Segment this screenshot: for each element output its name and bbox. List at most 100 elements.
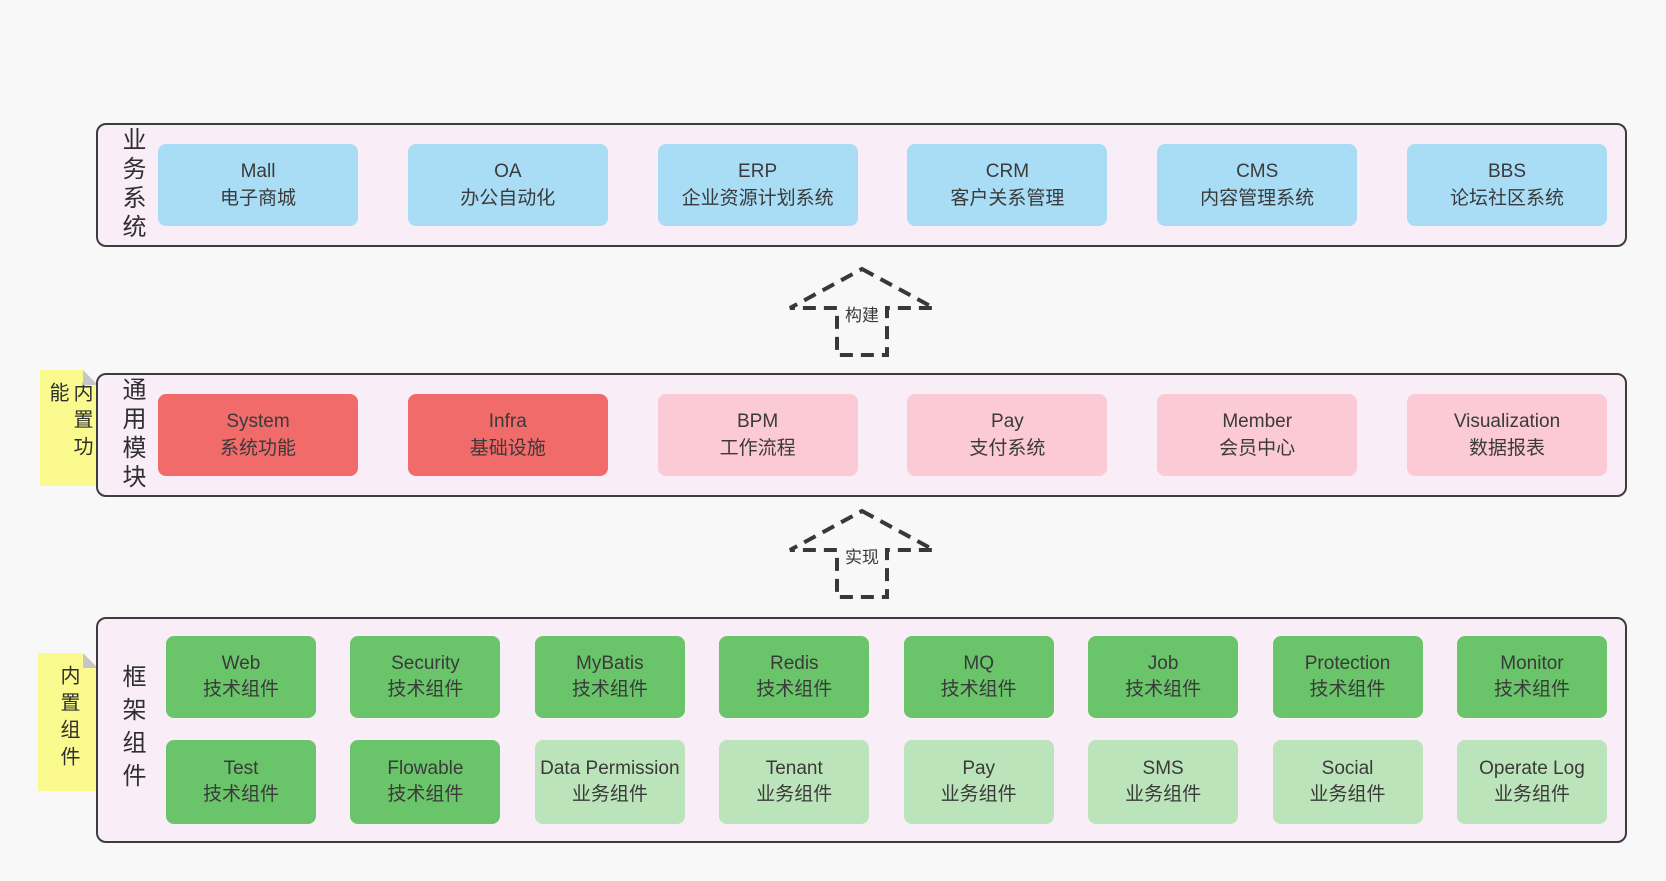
- box-subtitle: 技术组件: [1125, 679, 1202, 700]
- box-bpm: BPM 工作流程: [657, 394, 858, 476]
- box-tenant: Tenant 业务组件: [719, 740, 870, 824]
- box-protection: Protection 技术组件: [1272, 636, 1423, 718]
- box-mybatis: MyBatis 技术组件: [534, 636, 685, 718]
- box-title: BBS: [1487, 161, 1526, 182]
- box-title: ERP: [738, 161, 778, 182]
- box-subtitle: 技术组件: [1309, 679, 1386, 700]
- tier-framework-components: 框架组件 Web 技术组件 Security 技术组件 MyBatis 技术组件…: [96, 617, 1627, 843]
- box-redis: Redis 技术组件: [719, 636, 870, 718]
- tier-common-modules: 通用模块 System 系统功能 Infra 基础设施 BPM 工作流程 Pay…: [96, 373, 1627, 497]
- component-box-grid: Web 技术组件 Security 技术组件 MyBatis 技术组件 Redi…: [158, 636, 1607, 824]
- box-title: CMS: [1236, 161, 1279, 182]
- business-box-row: Mall 电子商城 OA 办公自动化 ERP 企业资源计划系统 CRM 客户关系…: [158, 144, 1607, 226]
- component-row-2: Test 技术组件 Flowable 技术组件 Data Permission …: [166, 740, 1607, 824]
- box-subtitle: 技术组件: [1493, 679, 1570, 700]
- box-erp: ERP 企业资源计划系统: [657, 144, 858, 226]
- box-title: System: [226, 411, 290, 432]
- box-oa: OA 办公自动化: [407, 144, 608, 226]
- box-subtitle: 企业资源计划系统: [681, 188, 834, 209]
- tier-label-common-modules: 通用模块: [118, 377, 145, 493]
- box-subtitle: 办公自动化: [460, 188, 556, 209]
- box-title: MyBatis: [576, 653, 644, 674]
- box-title: Protection: [1304, 653, 1391, 674]
- arrow-label-implement: 实现: [841, 542, 883, 569]
- box-subtitle: 业务组件: [1493, 784, 1570, 805]
- box-monitor: Monitor 技术组件: [1456, 636, 1607, 718]
- tier-label-business-systems: 业务系统: [118, 127, 145, 243]
- box-subtitle: 业务组件: [1309, 784, 1386, 805]
- box-bbs: BBS 论坛社区系统: [1406, 144, 1607, 226]
- box-title: Infra: [488, 411, 527, 432]
- box-social: Social 业务组件: [1272, 740, 1423, 824]
- box-title: Visualization: [1453, 411, 1561, 432]
- box-subtitle: 业务组件: [940, 784, 1017, 805]
- box-web: Web 技术组件: [166, 636, 316, 718]
- box-subtitle: 论坛社区系统: [1449, 188, 1564, 209]
- box-title: CRM: [985, 161, 1030, 182]
- box-member: Member 会员中心: [1157, 394, 1358, 476]
- sticky-note-label: 内置组件: [57, 665, 79, 773]
- box-subtitle: 业务组件: [571, 784, 648, 805]
- box-title: SMS: [1142, 758, 1184, 779]
- box-infra: Infra 基础设施: [407, 394, 608, 476]
- up-arrow-icon: [789, 266, 935, 357]
- module-box-row: System 系统功能 Infra 基础设施 BPM 工作流程 Pay 支付系统…: [158, 394, 1607, 476]
- box-flowable: Flowable 技术组件: [350, 740, 501, 824]
- box-title: OA: [494, 161, 522, 182]
- dashed-up-arrow-build: 构建: [786, 266, 938, 358]
- sticky-note-built-in-features: 内置功能: [40, 370, 98, 486]
- box-subtitle: 基础设施: [469, 438, 546, 459]
- box-subtitle: 技术组件: [571, 679, 648, 700]
- box-subtitle: 技术组件: [940, 679, 1017, 700]
- box-title: Monitor: [1500, 653, 1564, 674]
- box-subtitle: 内容管理系统: [1200, 188, 1315, 209]
- box-operate-log: Operate Log 业务组件: [1456, 740, 1607, 824]
- box-title: Flowable: [387, 758, 464, 779]
- box-subtitle: 会员中心: [1219, 438, 1296, 459]
- component-row-1: Web 技术组件 Security 技术组件 MyBatis 技术组件 Redi…: [166, 636, 1607, 718]
- box-subtitle: 技术组件: [202, 679, 279, 700]
- box-title: Job: [1147, 653, 1179, 674]
- box-title: Security: [391, 653, 460, 674]
- arrow-label-build: 构建: [841, 300, 883, 327]
- box-title: BPM: [737, 411, 779, 432]
- box-system: System 系统功能: [158, 394, 358, 476]
- box-pay: Pay 支付系统: [907, 394, 1108, 476]
- box-subtitle: 电子商城: [219, 188, 296, 209]
- box-mall: Mall 电子商城: [158, 144, 358, 226]
- box-title: Social: [1321, 758, 1374, 779]
- box-title: Data Permission: [540, 758, 680, 779]
- box-visualization: Visualization 数据报表: [1406, 394, 1607, 476]
- box-subtitle: 技术组件: [756, 679, 833, 700]
- box-sms: SMS 业务组件: [1088, 740, 1239, 824]
- box-subtitle: 业务组件: [756, 784, 833, 805]
- sticky-note-label: 内置功能: [46, 382, 92, 463]
- box-subtitle: 业务组件: [1125, 784, 1202, 805]
- box-title: Redis: [769, 653, 819, 674]
- box-title: Web: [221, 653, 261, 674]
- box-pay-component: Pay 业务组件: [903, 740, 1054, 824]
- box-cms: CMS 内容管理系统: [1157, 144, 1358, 226]
- tier-business-systems: 业务系统 Mall 电子商城 OA 办公自动化 ERP 企业资源计划系统 CRM…: [96, 123, 1627, 247]
- box-title: Tenant: [765, 758, 823, 779]
- box-mq: MQ 技术组件: [903, 636, 1054, 718]
- box-subtitle: 数据报表: [1468, 438, 1545, 459]
- box-subtitle: 技术组件: [387, 784, 464, 805]
- box-title: Pay: [962, 758, 996, 779]
- box-title: Operate Log: [1479, 758, 1585, 779]
- box-subtitle: 技术组件: [387, 679, 464, 700]
- box-subtitle: 系统功能: [219, 438, 296, 459]
- box-data-permission: Data Permission 业务组件: [534, 740, 685, 824]
- dashed-up-arrow-implement: 实现: [786, 508, 938, 600]
- up-arrow-icon: [789, 508, 935, 599]
- sticky-note-built-in-components: 内置组件: [38, 653, 98, 791]
- box-subtitle: 技术组件: [202, 784, 279, 805]
- box-crm: CRM 客户关系管理: [907, 144, 1108, 226]
- box-title: Test: [223, 758, 259, 779]
- box-job: Job 技术组件: [1088, 636, 1239, 718]
- box-subtitle: 客户关系管理: [950, 188, 1065, 209]
- box-title: Pay: [991, 411, 1024, 432]
- box-test: Test 技术组件: [166, 740, 316, 824]
- box-title: Mall: [240, 161, 276, 182]
